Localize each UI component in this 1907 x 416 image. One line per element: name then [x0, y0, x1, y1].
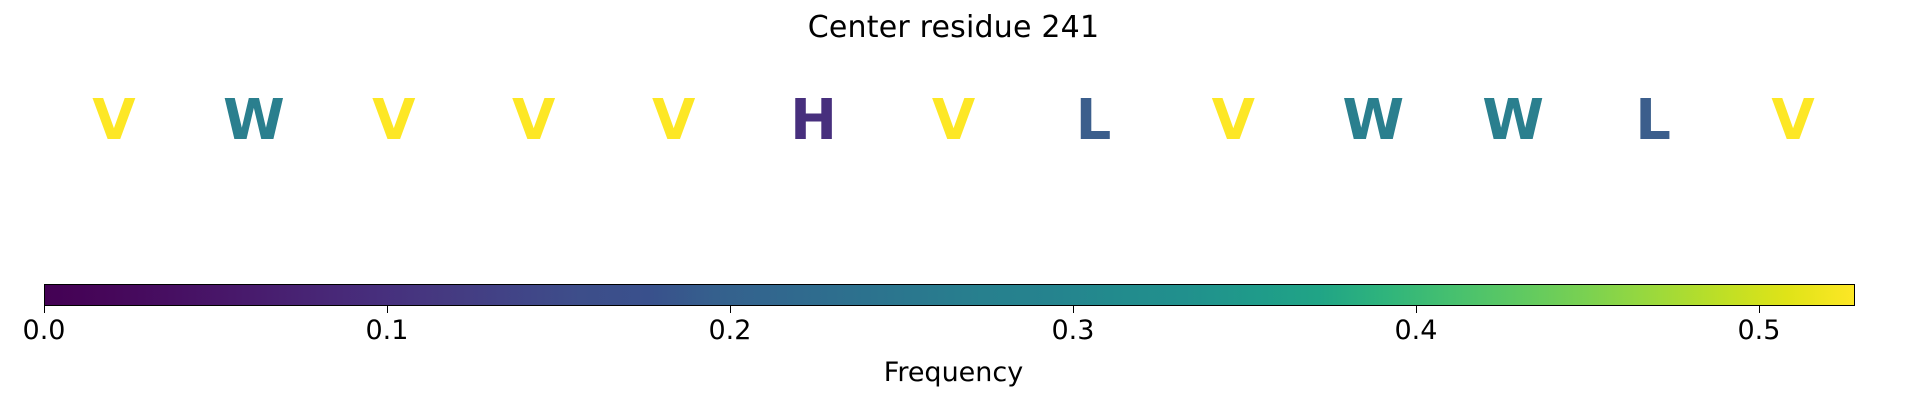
- colorbar-tick: [1758, 306, 1760, 313]
- colorbar-axis-label: Frequency: [883, 357, 1024, 388]
- colorbar-tick-label: 0.0: [22, 315, 66, 346]
- sequence-logo-letter: V: [1771, 88, 1815, 153]
- sequence-logo-letter: W: [1482, 88, 1545, 153]
- colorbar-gradient: [44, 284, 1855, 306]
- colorbar-tick: [44, 306, 45, 313]
- sequence-logo-letter: L: [1635, 88, 1671, 153]
- sequence-logo-letter: V: [92, 88, 136, 153]
- sequence-logo-letter: W: [1342, 88, 1405, 153]
- colorbar-tick-label: 0.2: [708, 315, 752, 346]
- colorbar-tick: [1072, 306, 1074, 313]
- colorbar-tick: [1415, 306, 1417, 313]
- colorbar-tick-label: 0.5: [1737, 315, 1781, 346]
- sequence-logo-letter: W: [222, 88, 285, 153]
- colorbar-tick-label: 0.3: [1051, 315, 1095, 346]
- sequence-logo-letter: V: [372, 88, 416, 153]
- colorbar-tick: [386, 306, 388, 313]
- sequence-logo-letter: V: [1211, 88, 1255, 153]
- colorbar-tick-label: 0.1: [365, 315, 409, 346]
- sequence-logo-letter: V: [931, 88, 976, 153]
- sequence-logo-letter: H: [790, 88, 837, 153]
- page-title: Center residue 241: [807, 10, 1100, 45]
- sequence-logo-letter: V: [512, 88, 556, 153]
- colorbar-tick: [729, 306, 731, 313]
- colorbar[interactable]: [44, 284, 1855, 306]
- sequence-logo-letter: L: [1075, 88, 1112, 153]
- colorbar-tick-label: 0.4: [1394, 315, 1438, 346]
- sequence-logo-letter: V: [651, 88, 696, 153]
